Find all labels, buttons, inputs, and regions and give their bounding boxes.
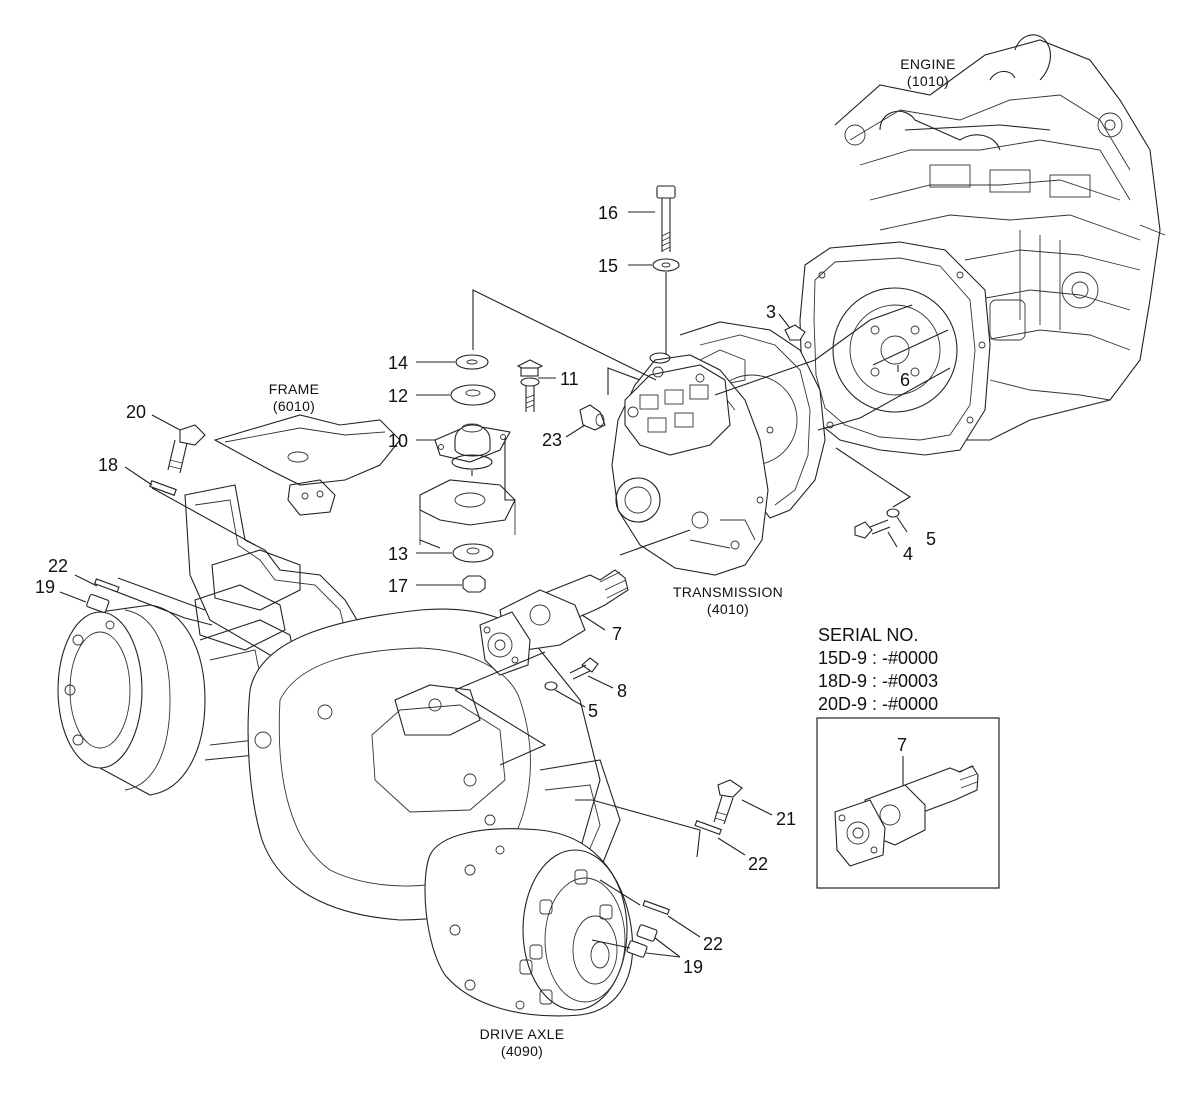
- transmission-label: TRANSMISSION: [673, 584, 783, 600]
- callout-21: 21: [776, 809, 796, 829]
- callout-20: 20: [126, 402, 146, 422]
- callout-6: 6: [900, 370, 910, 390]
- callout-16: 16: [598, 203, 618, 223]
- callout-12: 12: [388, 386, 408, 406]
- callout-7: 7: [612, 624, 622, 644]
- callout-15: 15: [598, 256, 618, 276]
- callout-22-lower: 22: [703, 934, 723, 954]
- assembly-labels: ENGINE (1010) FRAME (6010) TRANSMISSION …: [269, 56, 956, 1059]
- callout-11: 11: [560, 369, 579, 389]
- callout-22-left: 22: [48, 556, 68, 576]
- drive-axle-label: DRIVE AXLE: [480, 1026, 565, 1042]
- serial-line-3: 20D-9 : -#0000: [818, 694, 938, 714]
- callout-19-lower: 19: [683, 957, 703, 977]
- mount-parts: [86, 185, 900, 958]
- callout-22-right: 22: [748, 854, 768, 874]
- inset-box: 7: [816, 717, 1000, 889]
- callout-19-left: 19: [35, 577, 55, 597]
- transmission-code: (4010): [707, 601, 749, 617]
- callout-numbers: 16 15 3 6 14 11 12 23 10 20 18 5 4 13 17…: [35, 203, 936, 977]
- propeller-shaft: [479, 569, 629, 676]
- callout-3: 3: [766, 302, 776, 322]
- callout-13: 13: [388, 544, 408, 564]
- callout-10: 10: [388, 431, 408, 451]
- callout-5-upper: 5: [926, 529, 936, 549]
- engine-code: (1010): [907, 73, 949, 89]
- callout-18: 18: [98, 455, 118, 475]
- frame-label: FRAME: [269, 381, 320, 397]
- leader-lines: [59, 211, 951, 958]
- serial-number-block: SERIAL NO. 15D-9 : -#0000 18D-9 : -#0003…: [818, 625, 938, 714]
- drive-axle-illustration: [57, 604, 634, 1017]
- inset-callout-7: 7: [897, 735, 907, 755]
- callout-23: 23: [542, 430, 562, 450]
- drive-axle-code: (4090): [501, 1043, 543, 1059]
- frame-code: (6010): [273, 398, 315, 414]
- engine-illustration: [799, 34, 1166, 456]
- engine-label: ENGINE: [900, 56, 955, 72]
- callout-14: 14: [388, 353, 408, 373]
- serial-line-1: 15D-9 : -#0000: [818, 648, 938, 668]
- serial-title: SERIAL NO.: [818, 625, 918, 645]
- callout-17: 17: [388, 576, 408, 596]
- callout-8: 8: [617, 681, 627, 701]
- serial-line-2: 18D-9 : -#0003: [818, 671, 938, 691]
- transmission-illustration: [611, 321, 826, 576]
- callout-4: 4: [903, 544, 913, 564]
- callout-5-lower: 5: [588, 701, 598, 721]
